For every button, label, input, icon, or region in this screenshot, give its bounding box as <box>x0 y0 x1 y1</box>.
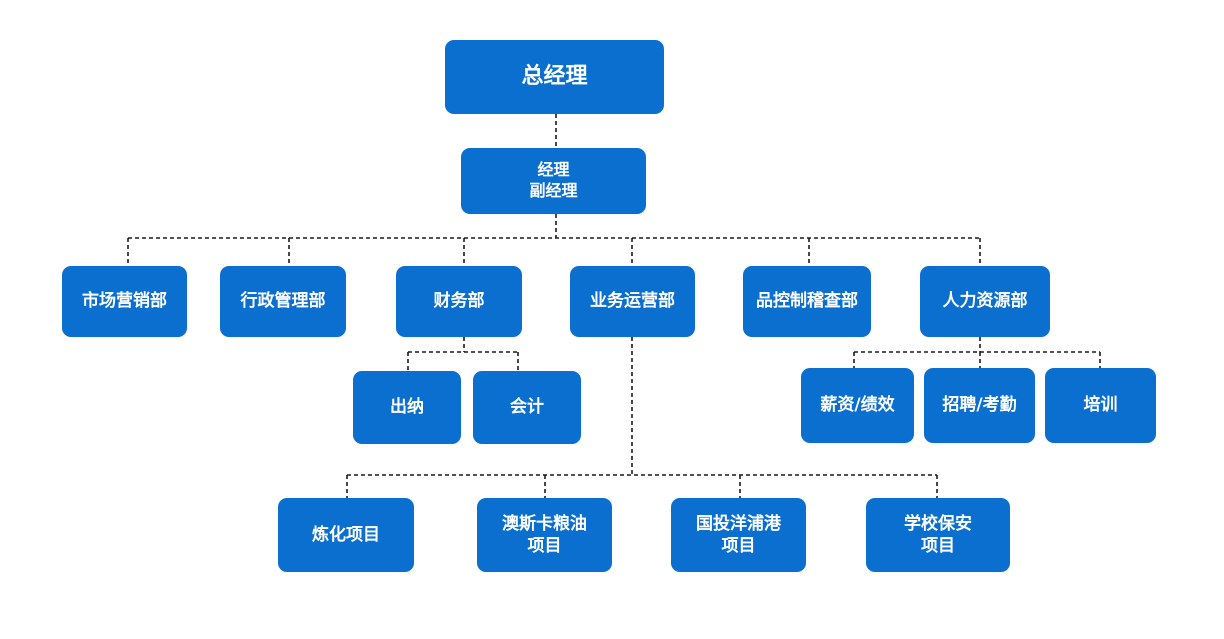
dept-admin[interactable]: 行政管理部 <box>220 266 346 337</box>
project-school-security[interactable]: 学校保安 项目 <box>866 498 1010 572</box>
project-school-security-label: 学校保安 <box>904 513 972 534</box>
dept-admin-label: 行政管理部 <box>240 291 326 312</box>
dept-hr-label: 人力资源部 <box>942 291 1028 312</box>
project-yangpu-port-label: 国投洋浦港 <box>696 513 781 534</box>
project-oscar-grain-label: 澳斯卡粮油 <box>502 513 587 534</box>
dept-hr[interactable]: 人力资源部 <box>920 266 1050 337</box>
project-oscar-grain-sub: 项目 <box>527 536 562 556</box>
project-school-security-sub: 项目 <box>921 536 955 556</box>
hr-recruit-label: 招聘/考勤 <box>942 395 1017 416</box>
hr-salary-label: 薪资/绩效 <box>820 395 895 416</box>
manager-label: 经理 <box>537 160 570 180</box>
manager-box[interactable]: 经理 副经理 <box>461 148 646 214</box>
hr-training-label: 培训 <box>1083 395 1118 416</box>
project-yangpu-port[interactable]: 国投洋浦港 项目 <box>671 498 806 572</box>
finance-accounting-label: 会计 <box>510 397 544 418</box>
general-manager-label: 总经理 <box>521 63 588 89</box>
dept-quality[interactable]: 品控制稽查部 <box>743 266 871 337</box>
finance-cashier-label: 出纳 <box>390 397 424 418</box>
dept-operations-label: 业务运营部 <box>590 291 675 312</box>
project-oscar-grain[interactable]: 澳斯卡粮油 项目 <box>477 498 612 572</box>
dept-operations[interactable]: 业务运营部 <box>570 266 695 337</box>
project-yangpu-port-sub: 项目 <box>721 536 756 556</box>
deputy-manager-label: 副经理 <box>529 181 578 200</box>
general-manager-box[interactable]: 总经理 <box>445 40 664 114</box>
finance-cashier[interactable]: 出纳 <box>353 371 461 444</box>
project-refinery-label: 炼化项目 <box>312 524 380 545</box>
dept-marketing-label: 市场营销部 <box>82 291 167 312</box>
project-refinery[interactable]: 炼化项目 <box>278 498 414 572</box>
hr-recruit[interactable]: 招聘/考勤 <box>924 368 1035 443</box>
dept-marketing[interactable]: 市场营销部 <box>62 266 187 337</box>
hr-salary[interactable]: 薪资/绩效 <box>801 368 914 443</box>
finance-accounting[interactable]: 会计 <box>473 371 581 444</box>
dept-quality-label: 品控制稽查部 <box>756 291 858 312</box>
hr-training[interactable]: 培训 <box>1045 368 1156 443</box>
dept-finance-label: 财务部 <box>433 291 485 312</box>
dept-finance[interactable]: 财务部 <box>396 266 522 337</box>
